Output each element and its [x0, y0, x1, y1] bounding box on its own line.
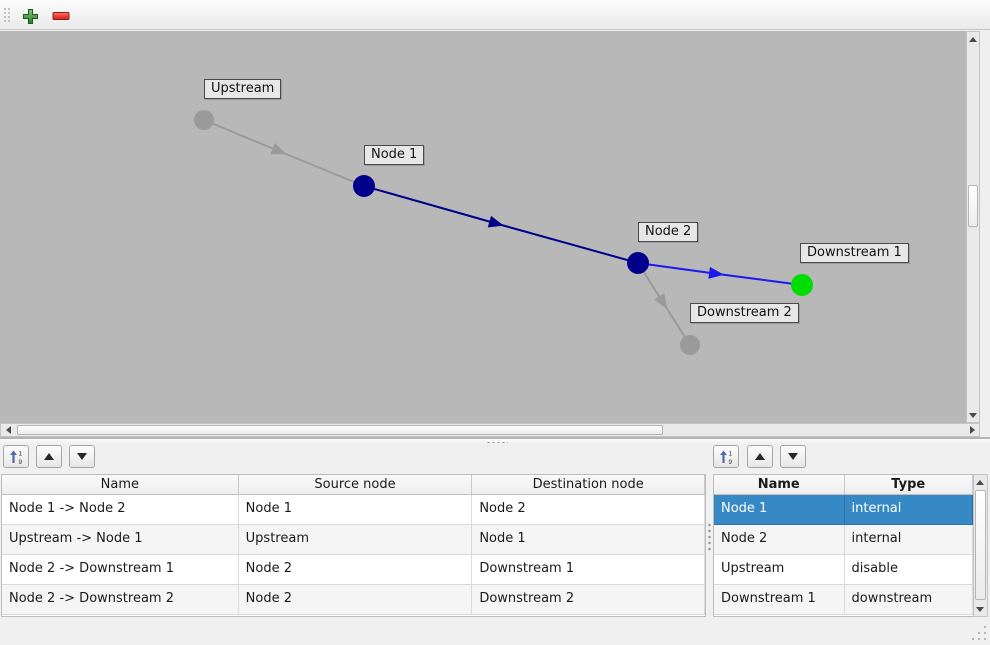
- toolbar-drag-handle[interactable]: [3, 7, 11, 24]
- cell-type[interactable]: internal: [845, 495, 973, 524]
- cell-source[interactable]: Node 2: [239, 555, 473, 584]
- table-row[interactable]: Node 2 internal: [714, 525, 973, 555]
- sort-ascending-icon: 1 9: [9, 450, 22, 465]
- node-label-node1[interactable]: Node 1: [364, 145, 425, 165]
- cell-name[interactable]: Node 1: [714, 495, 845, 524]
- svg-text:9: 9: [18, 459, 22, 465]
- triangle-up-icon: [755, 453, 765, 460]
- nodes-table-scrollbar[interactable]: [973, 474, 988, 617]
- edge-node1-node2[interactable]: [363, 185, 639, 264]
- nodes-table: Name Type Node 1 internal Node 2 interna…: [713, 474, 974, 617]
- table-splitter-grip[interactable]: [707, 522, 712, 552]
- node-node2[interactable]: [627, 252, 649, 274]
- horizontal-scroll-thumb[interactable]: [17, 425, 663, 435]
- cell-destination[interactable]: Downstream 1: [472, 555, 705, 584]
- svg-text:9: 9: [728, 459, 732, 465]
- scroll-down-button[interactable]: [974, 603, 986, 615]
- cell-name[interactable]: Node 1 -> Node 2: [2, 495, 239, 524]
- triangle-up-icon: [44, 453, 54, 460]
- scroll-up-button[interactable]: [974, 476, 986, 488]
- scroll-down-button[interactable]: [967, 409, 979, 421]
- cell-name[interactable]: Upstream -> Node 1: [2, 525, 239, 554]
- edges-sort-button[interactable]: 1 9: [3, 445, 29, 468]
- table-row[interactable]: Node 1 -> Node 2 Node 1 Node 2: [2, 495, 705, 525]
- cell-name[interactable]: Node 2 -> Downstream 1: [2, 555, 239, 584]
- cell-name[interactable]: Node 2 -> Downstream 2: [2, 585, 239, 614]
- svg-text:1: 1: [728, 450, 732, 457]
- scroll-right-button[interactable]: [966, 424, 978, 436]
- graph-svg: [194, 110, 813, 355]
- node-upstream[interactable]: [194, 110, 214, 130]
- bottom-pane: 1 9 1 9 Name S: [0, 444, 990, 645]
- node-downstream1[interactable]: [791, 274, 813, 296]
- column-header-name[interactable]: Name: [2, 475, 239, 494]
- nodes-sort-button[interactable]: 1 9: [713, 445, 739, 468]
- table-row[interactable]: Node 2 -> Downstream 1 Node 2 Downstream…: [2, 555, 705, 585]
- scroll-left-button[interactable]: [2, 424, 14, 436]
- node-node1[interactable]: [353, 175, 375, 197]
- node-label-node2[interactable]: Node 2: [638, 222, 699, 242]
- cell-destination[interactable]: Node 1: [472, 525, 705, 554]
- column-header-name[interactable]: Name: [714, 475, 845, 494]
- main-toolbar: [0, 0, 990, 30]
- table-row[interactable]: Node 2 -> Downstream 2 Node 2 Downstream…: [2, 585, 705, 615]
- cell-destination[interactable]: Downstream 2: [472, 585, 705, 614]
- column-header-source-node[interactable]: Source node: [239, 475, 473, 494]
- node-label-upstream[interactable]: Upstream: [204, 79, 282, 99]
- table-row-selected[interactable]: Node 1 internal: [714, 495, 973, 525]
- svg-text:1: 1: [18, 450, 22, 457]
- scroll-up-button[interactable]: [967, 33, 979, 45]
- cell-name[interactable]: Node 2: [714, 525, 845, 554]
- edge-node2-downstream2[interactable]: [637, 262, 691, 346]
- remove-button[interactable]: [49, 6, 73, 26]
- nodes-move-down-button[interactable]: [780, 445, 806, 468]
- splitter-grip-icon: [486, 441, 508, 444]
- cell-destination[interactable]: Node 2: [472, 495, 705, 524]
- canvas-vertical-scrollbar[interactable]: [966, 31, 980, 423]
- column-header-destination-node[interactable]: Destination node: [472, 475, 705, 494]
- canvas-horizontal-scrollbar[interactable]: [0, 423, 980, 437]
- edges-table-header: Name Source node Destination node: [2, 475, 705, 495]
- column-header-type[interactable]: Type: [845, 475, 973, 494]
- edges-table: Name Source node Destination node Node 1…: [1, 474, 706, 617]
- nodes-table-header: Name Type: [714, 475, 973, 495]
- pane-splitter[interactable]: [0, 437, 990, 444]
- triangle-down-icon: [77, 453, 87, 460]
- table-scroll-thumb[interactable]: [975, 490, 986, 600]
- table-row[interactable]: Upstream -> Node 1 Upstream Node 1: [2, 525, 705, 555]
- edges-move-down-button[interactable]: [69, 445, 95, 468]
- cell-type[interactable]: downstream: [845, 585, 973, 614]
- node-downstream2[interactable]: [680, 335, 700, 355]
- table-row[interactable]: Upstream disable: [714, 555, 973, 585]
- graph-canvas[interactable]: Upstream Node 1 Node 2 Downstream 1 Down…: [0, 31, 966, 423]
- triangle-down-icon: [788, 453, 798, 460]
- node-label-downstream1[interactable]: Downstream 1: [800, 243, 909, 263]
- cell-type[interactable]: disable: [845, 555, 973, 584]
- vertical-scroll-thumb[interactable]: [968, 185, 978, 227]
- edge-upstream-node1[interactable]: [203, 119, 365, 187]
- edge-node2-downstream1[interactable]: [637, 262, 803, 286]
- nodes-move-up-button[interactable]: [747, 445, 773, 468]
- cell-name[interactable]: Upstream: [714, 555, 845, 584]
- edges-move-up-button[interactable]: [36, 445, 62, 468]
- table-row[interactable]: Downstream 1 downstream: [714, 585, 973, 615]
- cell-source[interactable]: Upstream: [239, 525, 473, 554]
- minus-icon: [52, 12, 70, 20]
- cell-source[interactable]: Node 1: [239, 495, 473, 524]
- cell-type[interactable]: internal: [845, 525, 973, 554]
- plus-icon: [22, 8, 38, 24]
- node-label-downstream2[interactable]: Downstream 2: [690, 303, 799, 323]
- add-button[interactable]: [18, 6, 42, 26]
- cell-source[interactable]: Node 2: [239, 585, 473, 614]
- sort-ascending-icon: 1 9: [719, 450, 732, 465]
- cell-name[interactable]: Downstream 1: [714, 585, 845, 614]
